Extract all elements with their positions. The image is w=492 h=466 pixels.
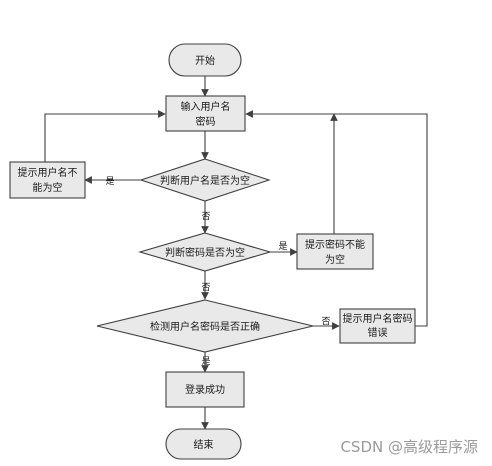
end-label: 结束: [194, 438, 214, 451]
warn-password-label-line2: 为空: [325, 253, 345, 266]
input-node: 输入用户名 密码: [165, 95, 246, 132]
warn-username-label-line1: 提示用户名不: [18, 166, 78, 179]
check-password-label: 判断密码是否为空: [165, 246, 245, 259]
warn-password-node: 提示密码不能 为空: [296, 233, 374, 270]
input-label-line2: 密码: [196, 115, 216, 128]
login-success-label: 登录成功: [185, 383, 225, 396]
check-credentials-node: 检测用户名密码是否正确: [96, 299, 314, 353]
check-credentials-label: 检测用户名密码是否正确: [150, 320, 260, 333]
edge-label-yes-username: 是: [105, 176, 114, 187]
start-label: 开始: [195, 54, 215, 67]
edge-label-yes-password: 是: [278, 241, 287, 252]
warn-password-label-line1: 提示密码不能: [305, 238, 365, 251]
check-password-node: 判断密码是否为空: [138, 232, 272, 272]
login-success-node: 登录成功: [165, 371, 245, 408]
edges: [44, 76, 428, 430]
edge-labels: 是 否 是 否 否 是: [105, 176, 330, 367]
check-username-label: 判断用户名是否为空: [160, 174, 250, 187]
warn-credentials-label-line1: 提示用户名密码: [343, 312, 413, 325]
start-node: 开始: [168, 43, 242, 77]
warn-username-node: 提示用户名不 能为空: [9, 161, 86, 199]
check-username-node: 判断用户名是否为空: [139, 158, 271, 202]
warn-username-label-line2: 能为空: [33, 181, 63, 194]
edge-warn-username-back: [44, 110, 166, 162]
edge-label-no-password: 否: [201, 282, 210, 293]
watermark: CSDN @高级程序源: [340, 438, 478, 456]
warn-credentials-node: 提示用户名密码 错误: [339, 308, 416, 344]
warn-credentials-label-line2: 错误: [368, 326, 388, 339]
end-node: 结束: [165, 428, 242, 460]
edge-warn-credentials-back: [245, 110, 428, 327]
edge-label-no-username: 否: [201, 211, 210, 222]
edge-label-yes-credentials: 是: [201, 356, 210, 367]
edge-label-no-credentials: 否: [321, 316, 330, 327]
input-label-line1: 输入用户名: [181, 100, 231, 113]
